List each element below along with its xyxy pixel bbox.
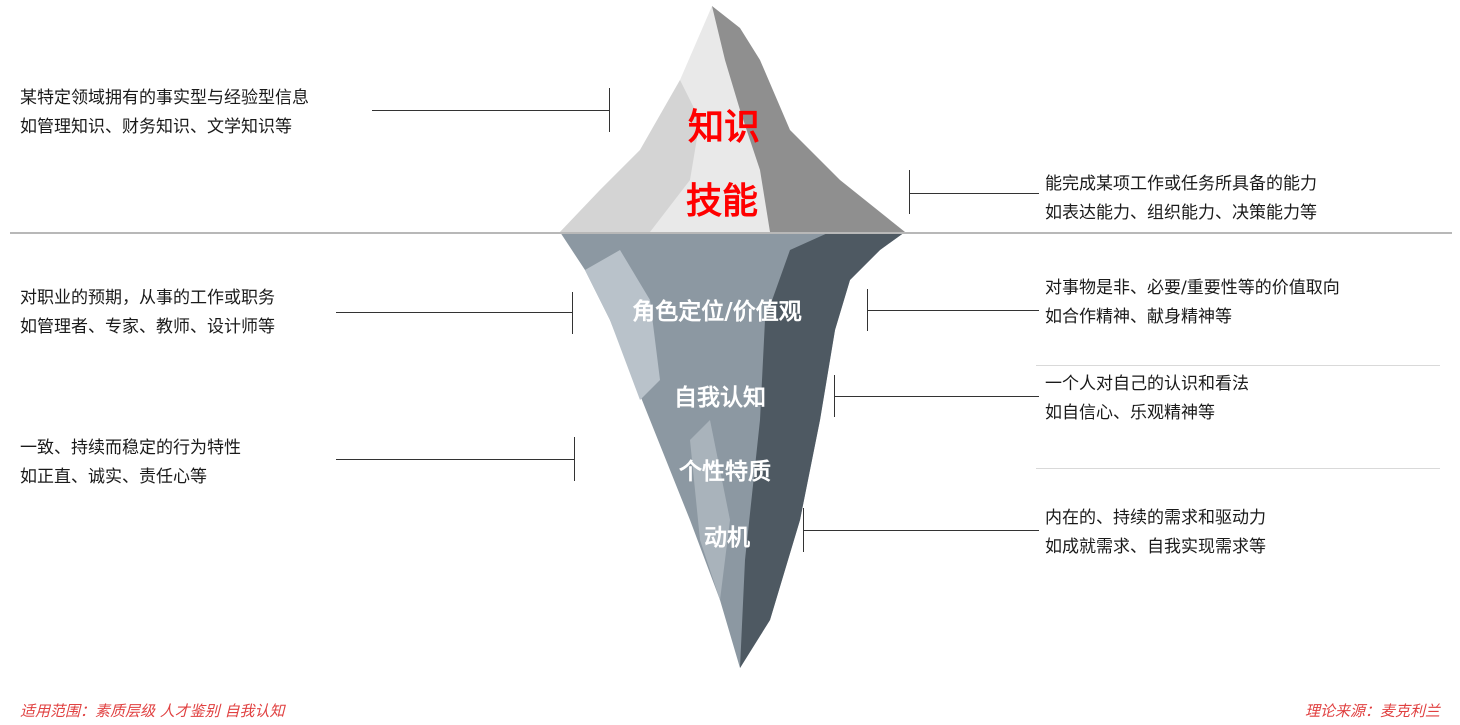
- iceberg-underwater-highlight-2: [690, 420, 730, 600]
- annotation-self-concept-line2: 如自信心、乐观精神等: [1045, 403, 1215, 423]
- connector-role: [336, 312, 572, 313]
- annotation-skill: 能完成某项工作或任务所具备的能力 如表达能力、组织能力、决策能力等: [1045, 170, 1317, 228]
- annotation-traits-line1: 一致、持续而稳定的行为特性: [20, 438, 241, 458]
- connector-skill: [909, 193, 1039, 194]
- annotation-self-concept-line1: 一个人对自己的认识和看法: [1045, 374, 1249, 394]
- footer-scope: 适用范围：素质层级 人才鉴别 自我认知: [20, 702, 285, 720]
- iceberg-label-skill: 技能: [685, 181, 759, 222]
- connector-skill-tick: [909, 170, 910, 214]
- connector-values: [867, 310, 1039, 311]
- connector-self-concept: [834, 396, 1039, 397]
- annotation-values-line2: 如合作精神、献身精神等: [1045, 307, 1232, 327]
- annotation-motive-line1: 内在的、持续的需求和驱动力: [1045, 508, 1266, 528]
- iceberg-label-traits: 个性特质: [679, 459, 771, 485]
- annotation-motive-line2: 如成就需求、自我实现需求等: [1045, 537, 1266, 557]
- annotation-values: 对事物是非、必要/重要性等的价值取向 如合作精神、献身精神等: [1045, 274, 1340, 332]
- footer-source: 理论来源：麦克利兰: [1304, 702, 1440, 720]
- annotation-traits: 一致、持续而稳定的行为特性 如正直、诚实、责任心等: [20, 434, 241, 492]
- annotation-role-line1: 对职业的预期，从事的工作或职务: [20, 288, 275, 308]
- iceberg-label-role-values: 角色定位/价值观: [632, 299, 802, 325]
- iceberg-label-motive: 动机: [704, 525, 750, 551]
- iceberg-tip-mid: [560, 80, 700, 232]
- iceberg-label-self-concept: 自我认知: [674, 385, 766, 411]
- separator-1: [1036, 365, 1440, 366]
- connector-motive: [803, 530, 1039, 531]
- annotation-skill-line2: 如表达能力、组织能力、决策能力等: [1045, 203, 1317, 223]
- iceberg-tip-shadow: [712, 6, 905, 232]
- connector-traits: [336, 459, 574, 460]
- annotation-values-line1: 对事物是非、必要/重要性等的价值取向: [1045, 278, 1340, 298]
- connector-knowledge-tick: [609, 88, 610, 132]
- annotation-skill-line1: 能完成某项工作或任务所具备的能力: [1045, 174, 1317, 194]
- annotation-role: 对职业的预期，从事的工作或职务 如管理者、专家、教师、设计师等: [20, 284, 275, 342]
- iceberg-underwater-highlight: [585, 250, 660, 400]
- separator-2: [1036, 468, 1440, 469]
- annotation-knowledge-line1: 某特定领域拥有的事实型与经验型信息: [20, 88, 309, 108]
- connector-knowledge: [372, 110, 609, 111]
- annotation-traits-line2: 如正直、诚实、责任心等: [20, 467, 207, 487]
- annotation-knowledge-line2: 如管理知识、财务知识、文学知识等: [20, 117, 292, 137]
- annotation-self-concept: 一个人对自己的认识和看法 如自信心、乐观精神等: [1045, 370, 1249, 428]
- connector-traits-tick: [574, 437, 575, 481]
- annotation-knowledge: 某特定领域拥有的事实型与经验型信息 如管理知识、财务知识、文学知识等: [20, 84, 309, 142]
- annotation-role-line2: 如管理者、专家、教师、设计师等: [20, 317, 275, 337]
- annotation-motive: 内在的、持续的需求和驱动力 如成就需求、自我实现需求等: [1045, 504, 1266, 562]
- connector-role-tick: [572, 292, 573, 334]
- water-line: [10, 232, 1452, 234]
- iceberg-label-knowledge: 知识: [687, 107, 761, 148]
- iceberg-underwater-shadow: [740, 232, 905, 668]
